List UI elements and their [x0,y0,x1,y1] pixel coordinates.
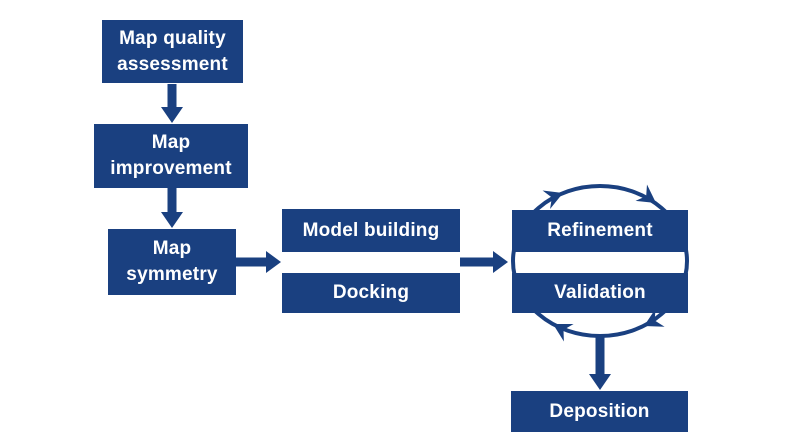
right-arrow-symmetry-to-building [236,251,281,273]
refine-validate-cycle-arrow [511,184,689,342]
box-label: Refinement [547,220,653,241]
cycle-arrowhead-top-left [542,190,563,210]
cycle-arrowhead-bottom-left [553,323,574,342]
box-map-symmetry: Map symmetry [108,229,236,295]
box-label: Docking [332,282,410,303]
box-deposition: Deposition [511,391,688,432]
cycle-arrowhead-top-right [635,184,656,203]
cycle-arrowhead-bottom-right [644,308,665,327]
box-validation: Validation [512,273,688,313]
box-map-improvement: Map improvement [94,124,248,188]
box-label: Map improvement [110,132,232,179]
down-arrow-cycle-to-deposition [589,335,611,390]
box-label: Validation [554,282,646,303]
box-refinement: Refinement [512,210,688,252]
cycle-ellipse [511,184,689,338]
box-docking: Docking [282,273,460,313]
down-arrow-improvement-to-symmetry [161,188,183,228]
box-label: Deposition [549,400,650,422]
box-map-quality-assessment: Map quality assessment [102,20,243,83]
box-label: Model building [302,219,440,241]
box-label: Map quality assessment [117,27,228,75]
box-model-building: Model building [282,209,460,252]
down-arrow-quality-to-improvement [161,84,183,123]
box-label: Map symmetry [126,238,218,285]
right-arrow-building-to-refinement [460,251,508,273]
